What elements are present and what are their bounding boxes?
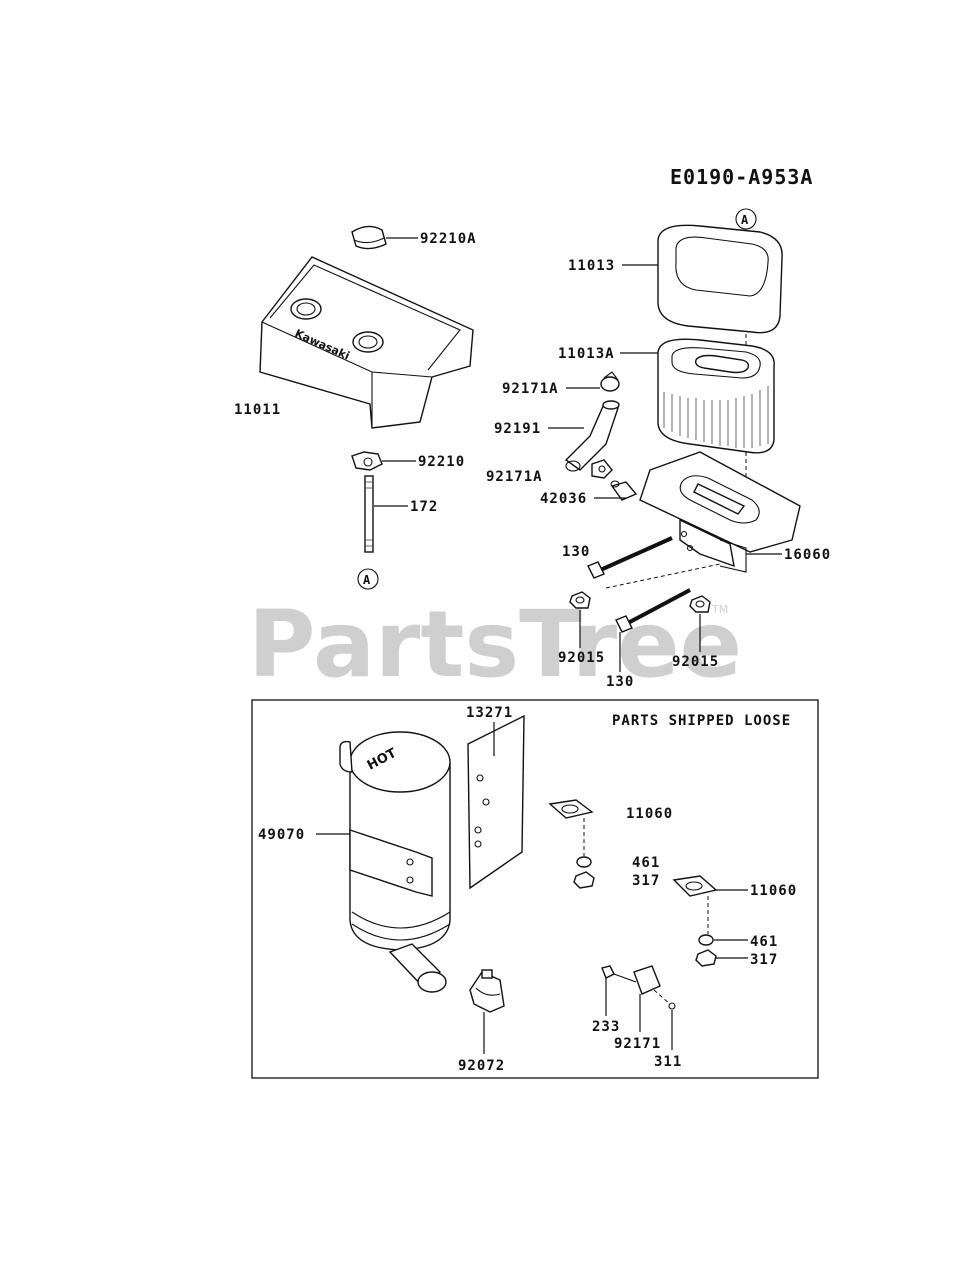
ref-marker-a-upper: A	[735, 208, 757, 230]
clamp-92171[interactable]	[613, 965, 676, 1010]
watermark: PartsTree	[248, 591, 742, 698]
label-311: 311	[654, 1054, 682, 1070]
bolt-130-lower[interactable]	[615, 588, 691, 633]
cap-92210A[interactable]	[351, 225, 387, 250]
base-16060[interactable]	[639, 451, 801, 573]
label-11011: 11011	[234, 402, 281, 418]
bracket-muffler[interactable]	[349, 829, 433, 897]
label-92015-left: 92015	[558, 650, 605, 666]
nut-317-left[interactable]	[573, 871, 595, 889]
label-92171A-upper: 92171A	[502, 381, 559, 397]
clamp-92171A-upper[interactable]	[600, 371, 620, 392]
element-11013A[interactable]	[657, 338, 775, 454]
label-92072: 92072	[458, 1058, 505, 1074]
diagram-code: E0190-A953A	[670, 165, 813, 189]
clamp-92072[interactable]	[469, 969, 505, 1013]
hose-92191[interactable]	[564, 400, 620, 472]
loose-parts-title: PARTS SHIPPED LOOSE	[612, 713, 791, 729]
label-130-lower: 130	[606, 674, 634, 690]
label-11013A: 11013A	[558, 346, 615, 362]
label-233: 233	[592, 1019, 620, 1035]
bolt-130-upper[interactable]	[587, 536, 673, 579]
label-92210: 92210	[418, 454, 465, 470]
gasket-11060-right[interactable]	[672, 875, 718, 897]
label-461-right: 461	[750, 934, 778, 950]
label-11060-left: 11060	[626, 806, 673, 822]
shield-13271[interactable]	[467, 714, 525, 890]
label-130-upper: 130	[562, 544, 590, 560]
gasket-11060-left[interactable]	[548, 799, 594, 819]
label-11013: 11013	[568, 258, 615, 274]
svg-text:A: A	[741, 213, 749, 227]
svg-text:A: A	[363, 573, 371, 587]
clamp-92171A-lower[interactable]	[591, 459, 613, 479]
label-92171: 92171	[614, 1036, 661, 1052]
pre-cleaner-11013[interactable]	[657, 224, 783, 334]
cover-11011[interactable]: Kawasaki	[259, 256, 474, 429]
nut-92210[interactable]	[351, 451, 383, 471]
label-92210A: 92210A	[420, 231, 477, 247]
label-461-left: 461	[632, 855, 660, 871]
label-92171A-lower: 92171A	[486, 469, 543, 485]
label-13271: 13271	[466, 705, 513, 721]
loose-parts-box	[251, 699, 819, 1079]
washer-461-right[interactable]	[698, 934, 714, 946]
watermark-trademark: TM	[711, 603, 728, 616]
nut-92015-right[interactable]	[689, 595, 711, 613]
label-172: 172	[410, 499, 438, 515]
label-16060: 16060	[784, 547, 831, 563]
label-92015-right: 92015	[672, 654, 719, 670]
label-92191: 92191	[494, 421, 541, 437]
nut-92015-left[interactable]	[569, 591, 591, 609]
label-317-right: 317	[750, 952, 778, 968]
nut-317-right[interactable]	[695, 949, 717, 967]
fitting-42036[interactable]	[610, 480, 638, 501]
washer-461-left[interactable]	[576, 856, 592, 868]
label-11060-right: 11060	[750, 883, 797, 899]
label-317-left: 317	[632, 873, 660, 889]
label-49070: 49070	[258, 827, 305, 843]
bolt-233[interactable]	[601, 965, 615, 979]
label-42036: 42036	[540, 491, 587, 507]
stud-172[interactable]	[364, 475, 374, 553]
ref-marker-a-lower: A	[357, 568, 379, 590]
muffler-49070[interactable]: HOT	[339, 731, 451, 993]
